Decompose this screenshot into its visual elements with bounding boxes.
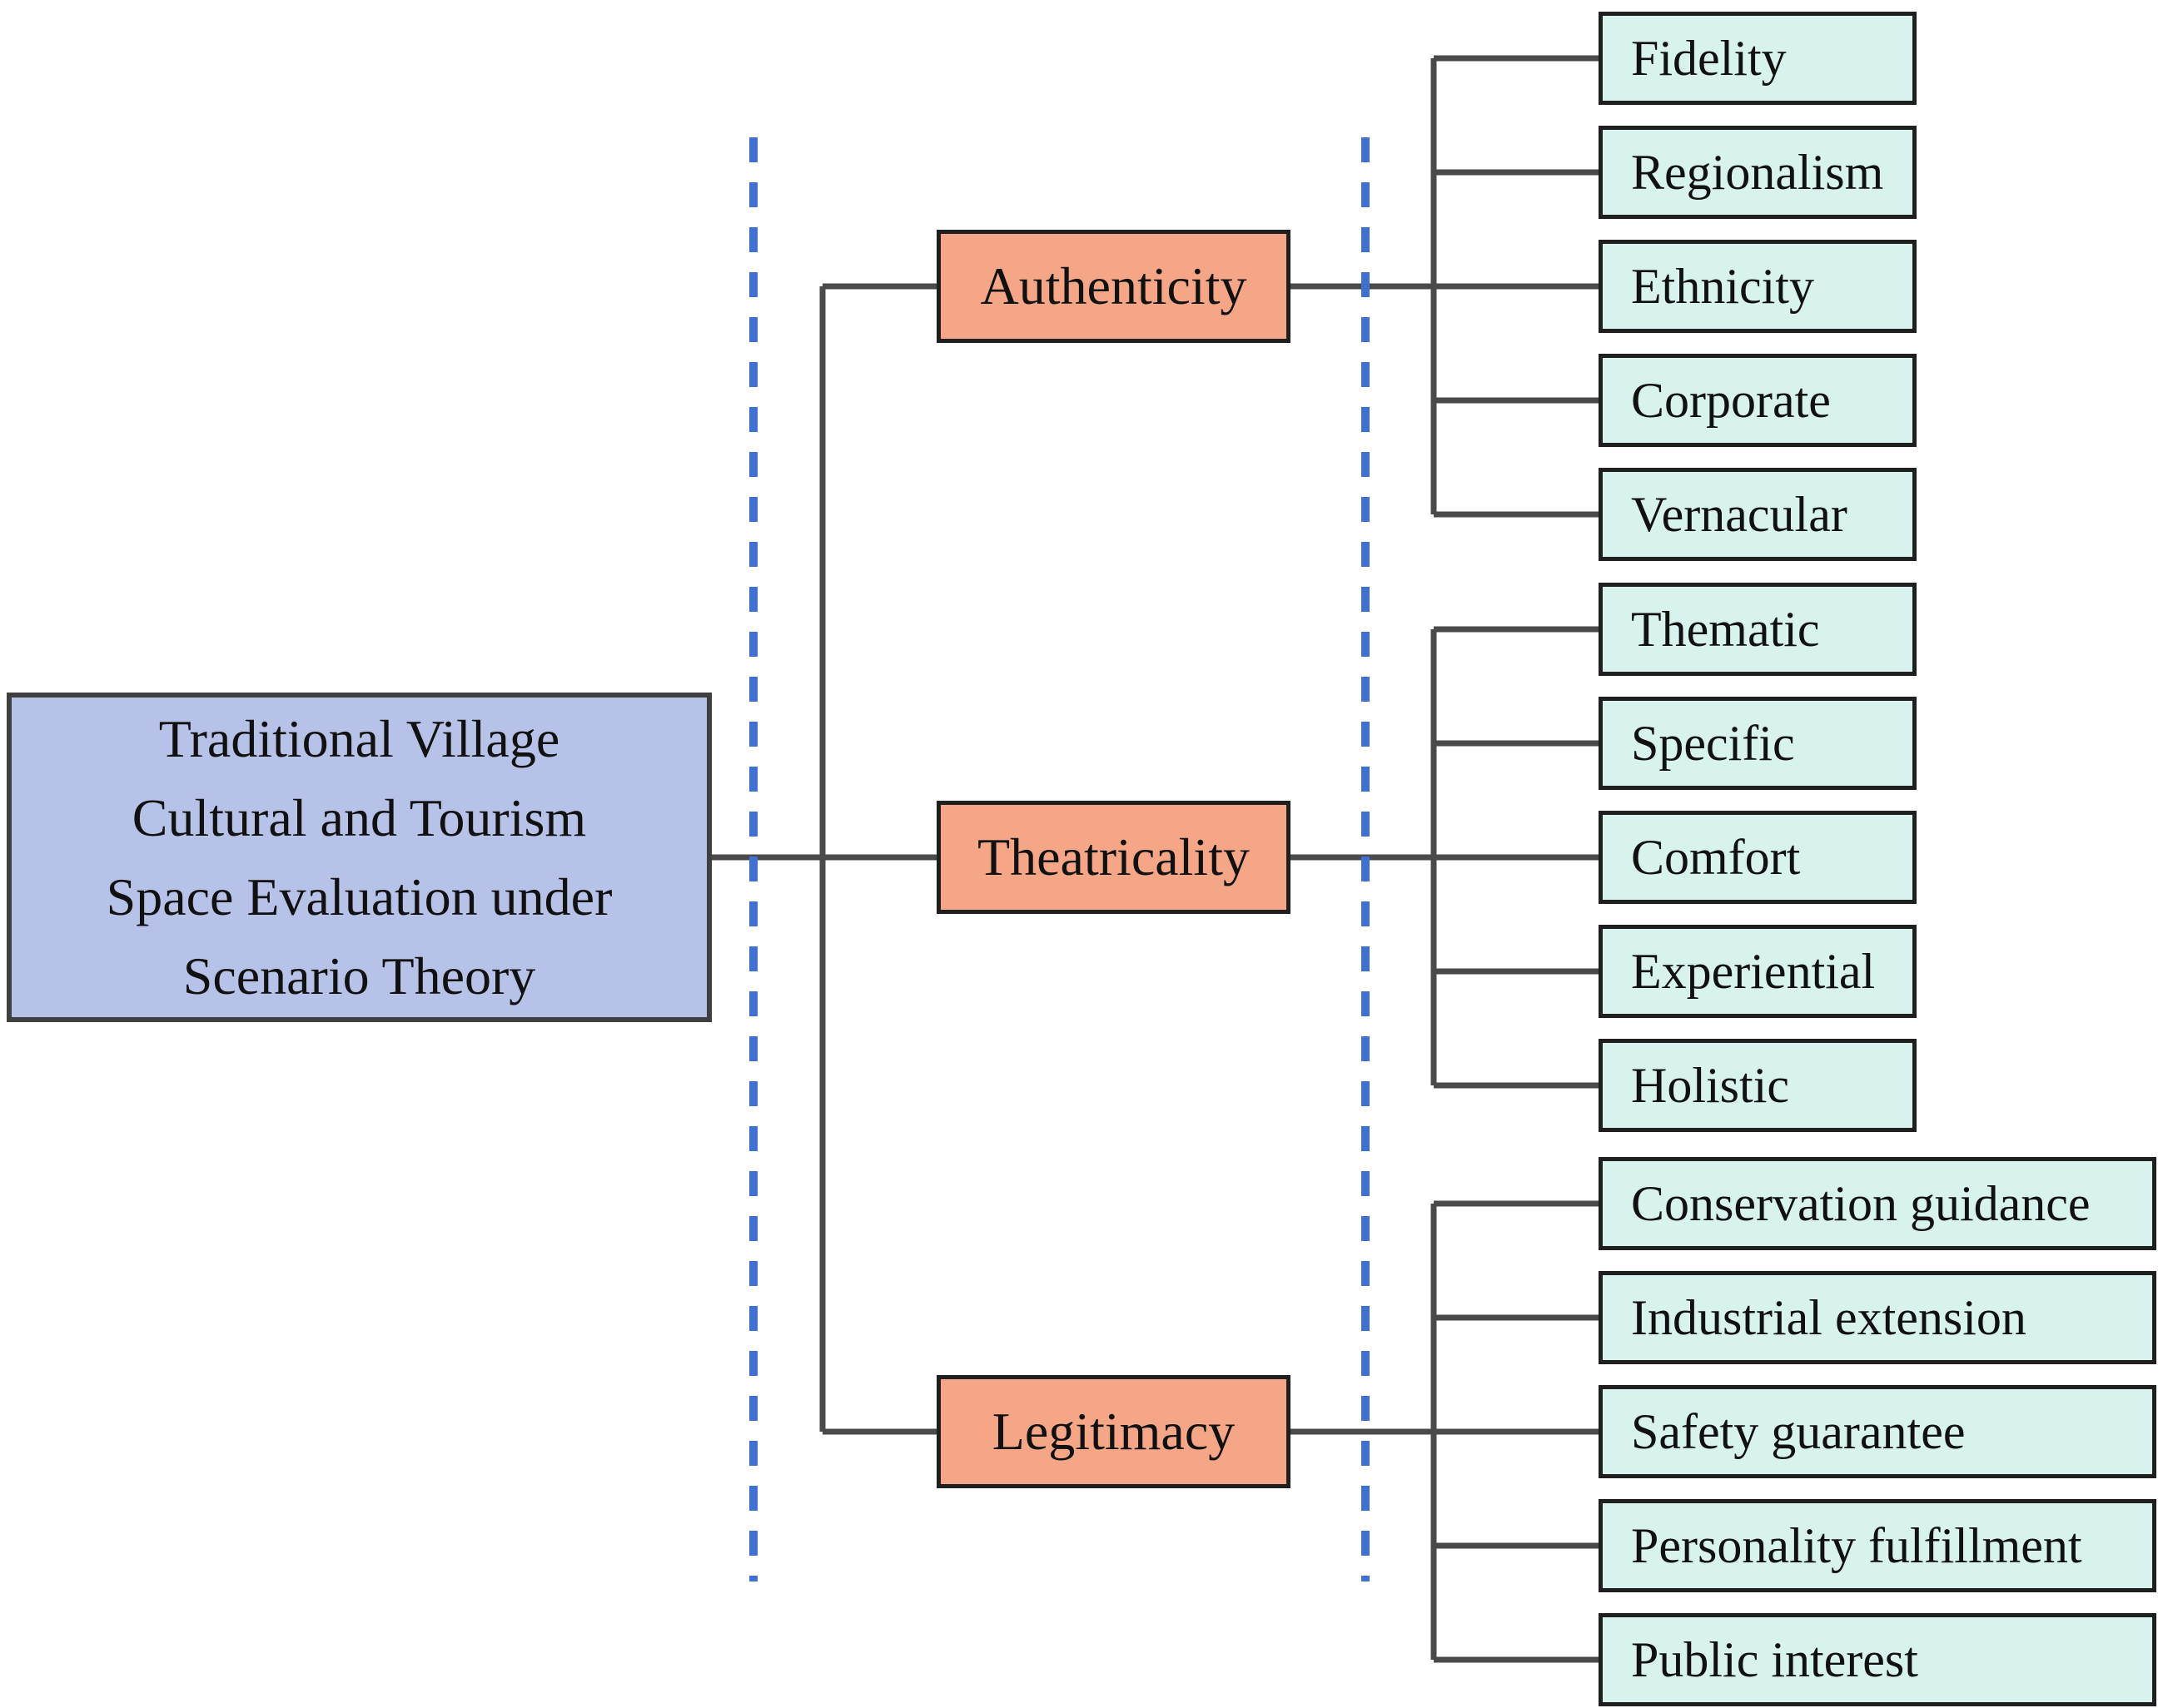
authenticity-branch-connector (1290, 55, 1599, 518)
leaf-node-safety-guarantee: Safety guarantee (1599, 1385, 2156, 1478)
leaf-node-industrial-extension: Industrial extension (1599, 1271, 2156, 1364)
root-label-line-3: Space Evaluation under (106, 867, 613, 926)
leaf-node-conservation-guidance: Conservation guidance (1599, 1157, 2156, 1250)
leaf-node-corporate: Corporate (1599, 354, 1917, 447)
parent-node-authenticity: Authenticity (937, 230, 1290, 343)
parent-node-theatricality: Theatricality (937, 801, 1290, 914)
root-label-line-1: Traditional Village (158, 709, 560, 768)
legitimacy-branch-connector (1290, 1200, 1599, 1663)
leaf-node-public-interest: Public interest (1599, 1613, 2156, 1706)
leaf-node-fidelity: Fidelity (1599, 12, 1917, 105)
root-connector (712, 283, 937, 1435)
leaf-node-regionalism: Regionalism (1599, 126, 1917, 219)
leaf-node-personality-fulfillment: Personality fulfillment (1599, 1499, 2156, 1592)
root-node: Traditional Village Cultural and Tourism… (7, 693, 712, 1022)
root-label-line-2: Cultural and Tourism (132, 788, 587, 847)
root-node-label: Traditional Village Cultural and Tourism… (12, 699, 707, 1015)
leaf-node-holistic: Holistic (1599, 1039, 1917, 1132)
leaf-node-vernacular: Vernacular (1599, 468, 1917, 561)
root-label-line-4: Scenario Theory (182, 946, 536, 1005)
leaf-node-thematic: Thematic (1599, 583, 1917, 676)
leaf-node-experiential: Experiential (1599, 925, 1917, 1018)
leaf-node-ethnicity: Ethnicity (1599, 240, 1917, 333)
theatricality-branch-connector (1290, 626, 1599, 1089)
leaf-node-specific: Specific (1599, 697, 1917, 790)
leaf-node-comfort: Comfort (1599, 811, 1917, 904)
parent-node-legitimacy: Legitimacy (937, 1375, 1290, 1488)
